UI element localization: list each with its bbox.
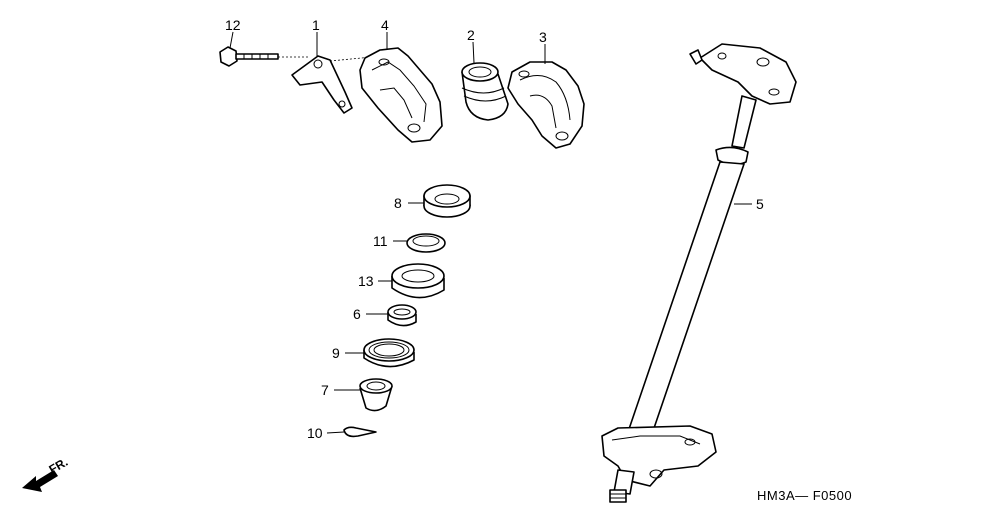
part-2-bushing (461, 41, 509, 121)
drawing-code: HM3A— F0500 (757, 488, 852, 503)
callout-4: 4 (381, 17, 389, 33)
callout-12: 12 (225, 17, 241, 33)
part-3-holder (507, 44, 585, 149)
callout-13: 13 (358, 273, 374, 289)
callout-6: 6 (353, 306, 361, 322)
part-7-nut (334, 378, 393, 412)
part-6-collar (366, 304, 417, 327)
callout-11: 11 (373, 233, 388, 249)
front-direction-arrow-icon (22, 470, 58, 492)
callout-7: 7 (321, 382, 329, 398)
part-12-bolt (219, 31, 308, 67)
callout-3: 3 (539, 29, 547, 45)
callout-1: 1 (312, 17, 320, 33)
part-13-bearing (378, 263, 445, 299)
part-8-seal (408, 184, 471, 218)
callout-9: 9 (332, 345, 340, 361)
part-11-ring (393, 233, 446, 253)
callout-5: 5 (756, 196, 764, 212)
part-5-steering-shaft (601, 43, 797, 503)
part-10-cotter-pin (326, 426, 377, 438)
part-1-bracket (291, 32, 373, 114)
callout-8: 8 (394, 195, 402, 211)
callout-2: 2 (467, 27, 475, 43)
part-9-seal (345, 338, 415, 368)
callout-10: 10 (307, 425, 323, 441)
part-4-holder (359, 32, 443, 143)
